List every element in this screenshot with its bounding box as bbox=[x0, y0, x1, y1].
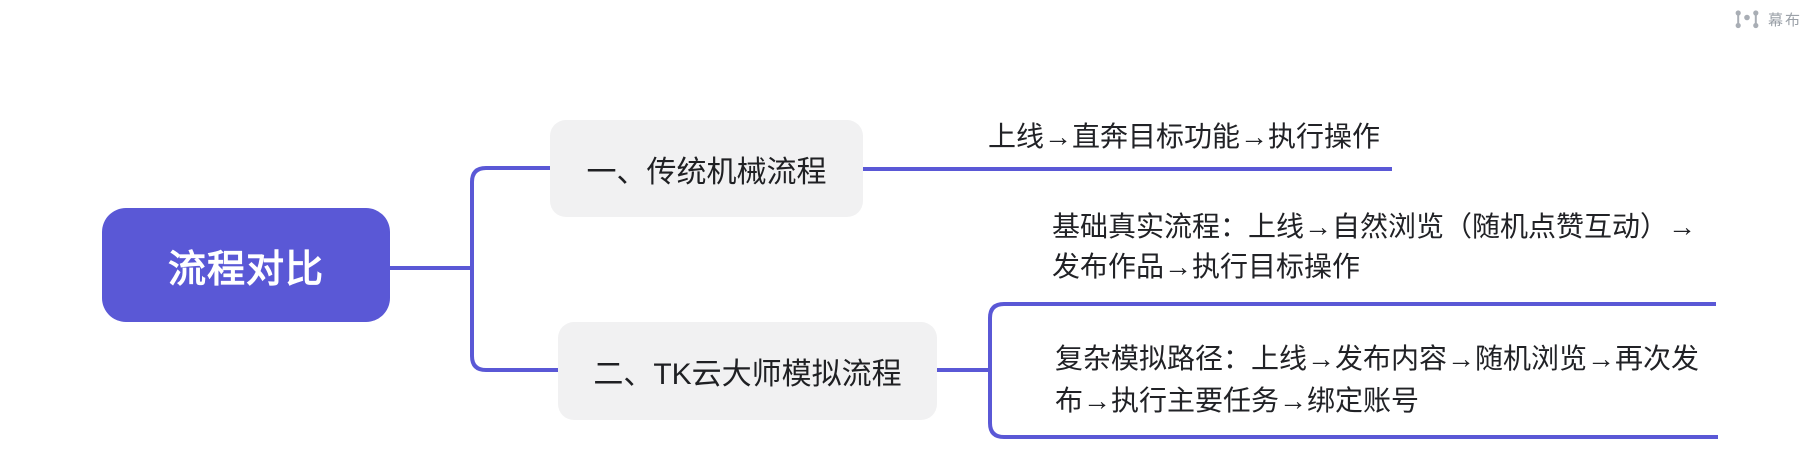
root-node[interactable]: 流程对比 bbox=[102, 208, 390, 322]
branch-node-traditional[interactable]: 一、传统机械流程 bbox=[550, 120, 863, 217]
root-node-label: 流程对比 bbox=[167, 248, 324, 291]
mubu-logo-icon bbox=[1735, 10, 1759, 29]
branch-node-label: 二、TK云大师模拟流程 bbox=[593, 358, 902, 391]
leaf-text-line: 上线→直奔目标功能→执行操作 bbox=[988, 121, 1381, 152]
leaf-node-complex-sim-path[interactable]: 复杂模拟路径：上线→发布内容→随机浏览→再次发 布→执行主要任务→绑定账号 bbox=[1055, 338, 1699, 422]
mubu-logo-text: 幕布 bbox=[1767, 12, 1802, 29]
connector-bracket-1 bbox=[470, 166, 558, 372]
mubu-watermark: 幕布 bbox=[1735, 9, 1802, 30]
connector-bracket-2-with-underlines bbox=[988, 302, 1718, 439]
leaf-text-line: 发布作品→执行目标操作 bbox=[1052, 251, 1361, 282]
leaf-node-basic-real-flow[interactable]: 基础真实流程：上线→自然浏览（随机点赞互动）→ 发布作品→执行目标操作 bbox=[1052, 207, 1696, 287]
branch-node-label: 一、传统机械流程 bbox=[586, 155, 827, 189]
leaf-text-line: 布→执行主要任务→绑定账号 bbox=[1055, 385, 1420, 416]
leaf-text-line: 复杂模拟路径：上线→发布内容→随机浏览→再次发 bbox=[1055, 343, 1700, 374]
leaf-text-line: 基础真实流程：上线→自然浏览（随机点赞互动）→ bbox=[1052, 211, 1697, 242]
leaf-node-traditional-flow[interactable]: 上线→直奔目标功能→执行操作 bbox=[988, 117, 1380, 157]
branch-node-tk-simulation[interactable]: 二、TK云大师模拟流程 bbox=[558, 322, 937, 420]
